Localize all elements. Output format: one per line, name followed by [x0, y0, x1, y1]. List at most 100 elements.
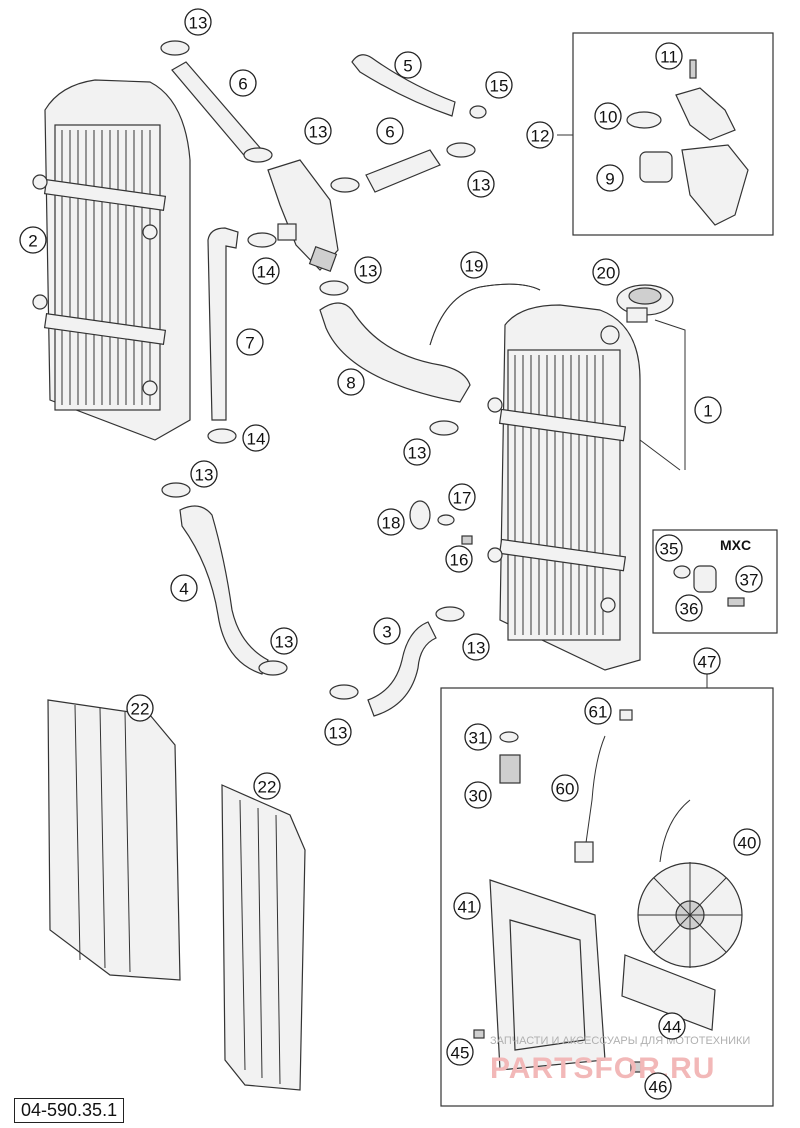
mxc-box — [652, 529, 778, 634]
callout-45: 45 — [446, 1038, 474, 1066]
callout-number: 46 — [649, 1078, 668, 1097]
fan-kit-box — [440, 687, 774, 1107]
callout-number: 14 — [257, 263, 276, 282]
callout-number: 6 — [238, 75, 247, 94]
callout-number: 15 — [490, 77, 509, 96]
callout-circle — [592, 258, 620, 286]
callout-number: 44 — [663, 1018, 682, 1037]
callout-number: 13 — [467, 639, 486, 658]
callout-13: 13 — [270, 627, 298, 655]
callout-circle — [19, 226, 47, 254]
callout-5: 5 — [394, 51, 422, 79]
callout-1: 1 — [694, 396, 722, 424]
callout-circle — [377, 508, 405, 536]
callout-circle — [190, 460, 218, 488]
callout-circle — [735, 565, 763, 593]
callout-6: 6 — [376, 117, 404, 145]
callout-circle — [655, 42, 683, 70]
callout-circle — [464, 723, 492, 751]
callout-number: 9 — [605, 170, 614, 189]
callout-circle — [170, 574, 198, 602]
callout-circle — [126, 694, 154, 722]
callout-number: 13 — [195, 466, 214, 485]
callout-number: 7 — [245, 334, 254, 353]
callout-circle — [584, 697, 612, 725]
callout-circle — [655, 534, 683, 562]
callout-number: 18 — [382, 514, 401, 533]
callout-47: 47 — [693, 647, 721, 675]
callout-circle — [526, 121, 554, 149]
callout-number: 36 — [680, 600, 699, 619]
callout-number: 45 — [451, 1044, 470, 1063]
callout-number: 40 — [738, 834, 757, 853]
callout-44: 44 — [658, 1012, 686, 1040]
callout-14: 14 — [252, 257, 280, 285]
callout-12: 12 — [526, 121, 554, 149]
callout-circle — [694, 396, 722, 424]
callout-circle — [462, 633, 490, 661]
callout-17: 17 — [448, 483, 476, 511]
callout-60: 60 — [551, 774, 579, 802]
mxc-label: MXC — [720, 537, 751, 553]
callout-number: 6 — [385, 123, 394, 142]
callout-2: 2 — [19, 226, 47, 254]
radiator-guard-right — [221, 784, 306, 1091]
callout-18: 18 — [377, 508, 405, 536]
callout-circle — [464, 781, 492, 809]
right-radiator — [487, 304, 681, 671]
callout-13: 13 — [403, 438, 431, 466]
callout-number: 22 — [131, 700, 150, 719]
callout-number: 8 — [346, 374, 355, 393]
callout-number: 37 — [740, 571, 759, 590]
callout-number: 2 — [28, 232, 37, 251]
callout-number: 30 — [469, 787, 488, 806]
callout-circle — [184, 8, 212, 36]
callout-30: 30 — [464, 781, 492, 809]
callout-circle — [394, 51, 422, 79]
callout-61: 61 — [584, 697, 612, 725]
callout-circle — [460, 251, 488, 279]
callout-7: 7 — [236, 328, 264, 356]
callout-number: 13 — [408, 444, 427, 463]
mxc-parts — [673, 565, 745, 607]
callout-circle — [693, 647, 721, 675]
callout-number: 3 — [382, 623, 391, 642]
callout-number: 13 — [275, 633, 294, 652]
callout-number: 60 — [556, 780, 575, 799]
callout-37: 37 — [735, 565, 763, 593]
callout-number: 1 — [703, 402, 712, 421]
mxc-label-group: MXC — [720, 537, 751, 553]
callout-19: 19 — [460, 251, 488, 279]
radiator-guard-left — [47, 699, 181, 981]
callout-circle — [252, 257, 280, 285]
callout-22: 22 — [253, 772, 281, 800]
callout-circle — [229, 69, 257, 97]
callout-46: 46 — [644, 1072, 672, 1100]
callout-circle — [304, 117, 332, 145]
callout-circle — [485, 71, 513, 99]
callout-20: 20 — [592, 258, 620, 286]
callout-22: 22 — [126, 694, 154, 722]
callout-circle — [551, 774, 579, 802]
watermark-line-2: PARTSFOR.RU — [490, 1052, 715, 1085]
callout-number: 61 — [589, 703, 608, 722]
callout-circle — [324, 718, 352, 746]
callout-11: 11 — [655, 42, 683, 70]
fan-kit-parts — [473, 709, 743, 1073]
callout-number: 13 — [309, 123, 328, 142]
callout-circle — [733, 828, 761, 856]
callout-number: 47 — [698, 653, 717, 672]
watermark-line-1: ЗАПЧАСТИ И АКСЕССУАРЫ ДЛЯ МОТОТЕХНИКИ — [490, 1035, 750, 1047]
callout-circle — [242, 424, 270, 452]
callout-9: 9 — [596, 164, 624, 192]
thermostat-housing — [267, 159, 339, 272]
callout-circle — [594, 102, 622, 130]
callout-number: 5 — [403, 57, 412, 76]
callout-15: 15 — [485, 71, 513, 99]
callout-number: 13 — [329, 724, 348, 743]
callout-14: 14 — [242, 424, 270, 452]
callout-13: 13 — [354, 256, 382, 284]
callout-31: 31 — [464, 723, 492, 751]
